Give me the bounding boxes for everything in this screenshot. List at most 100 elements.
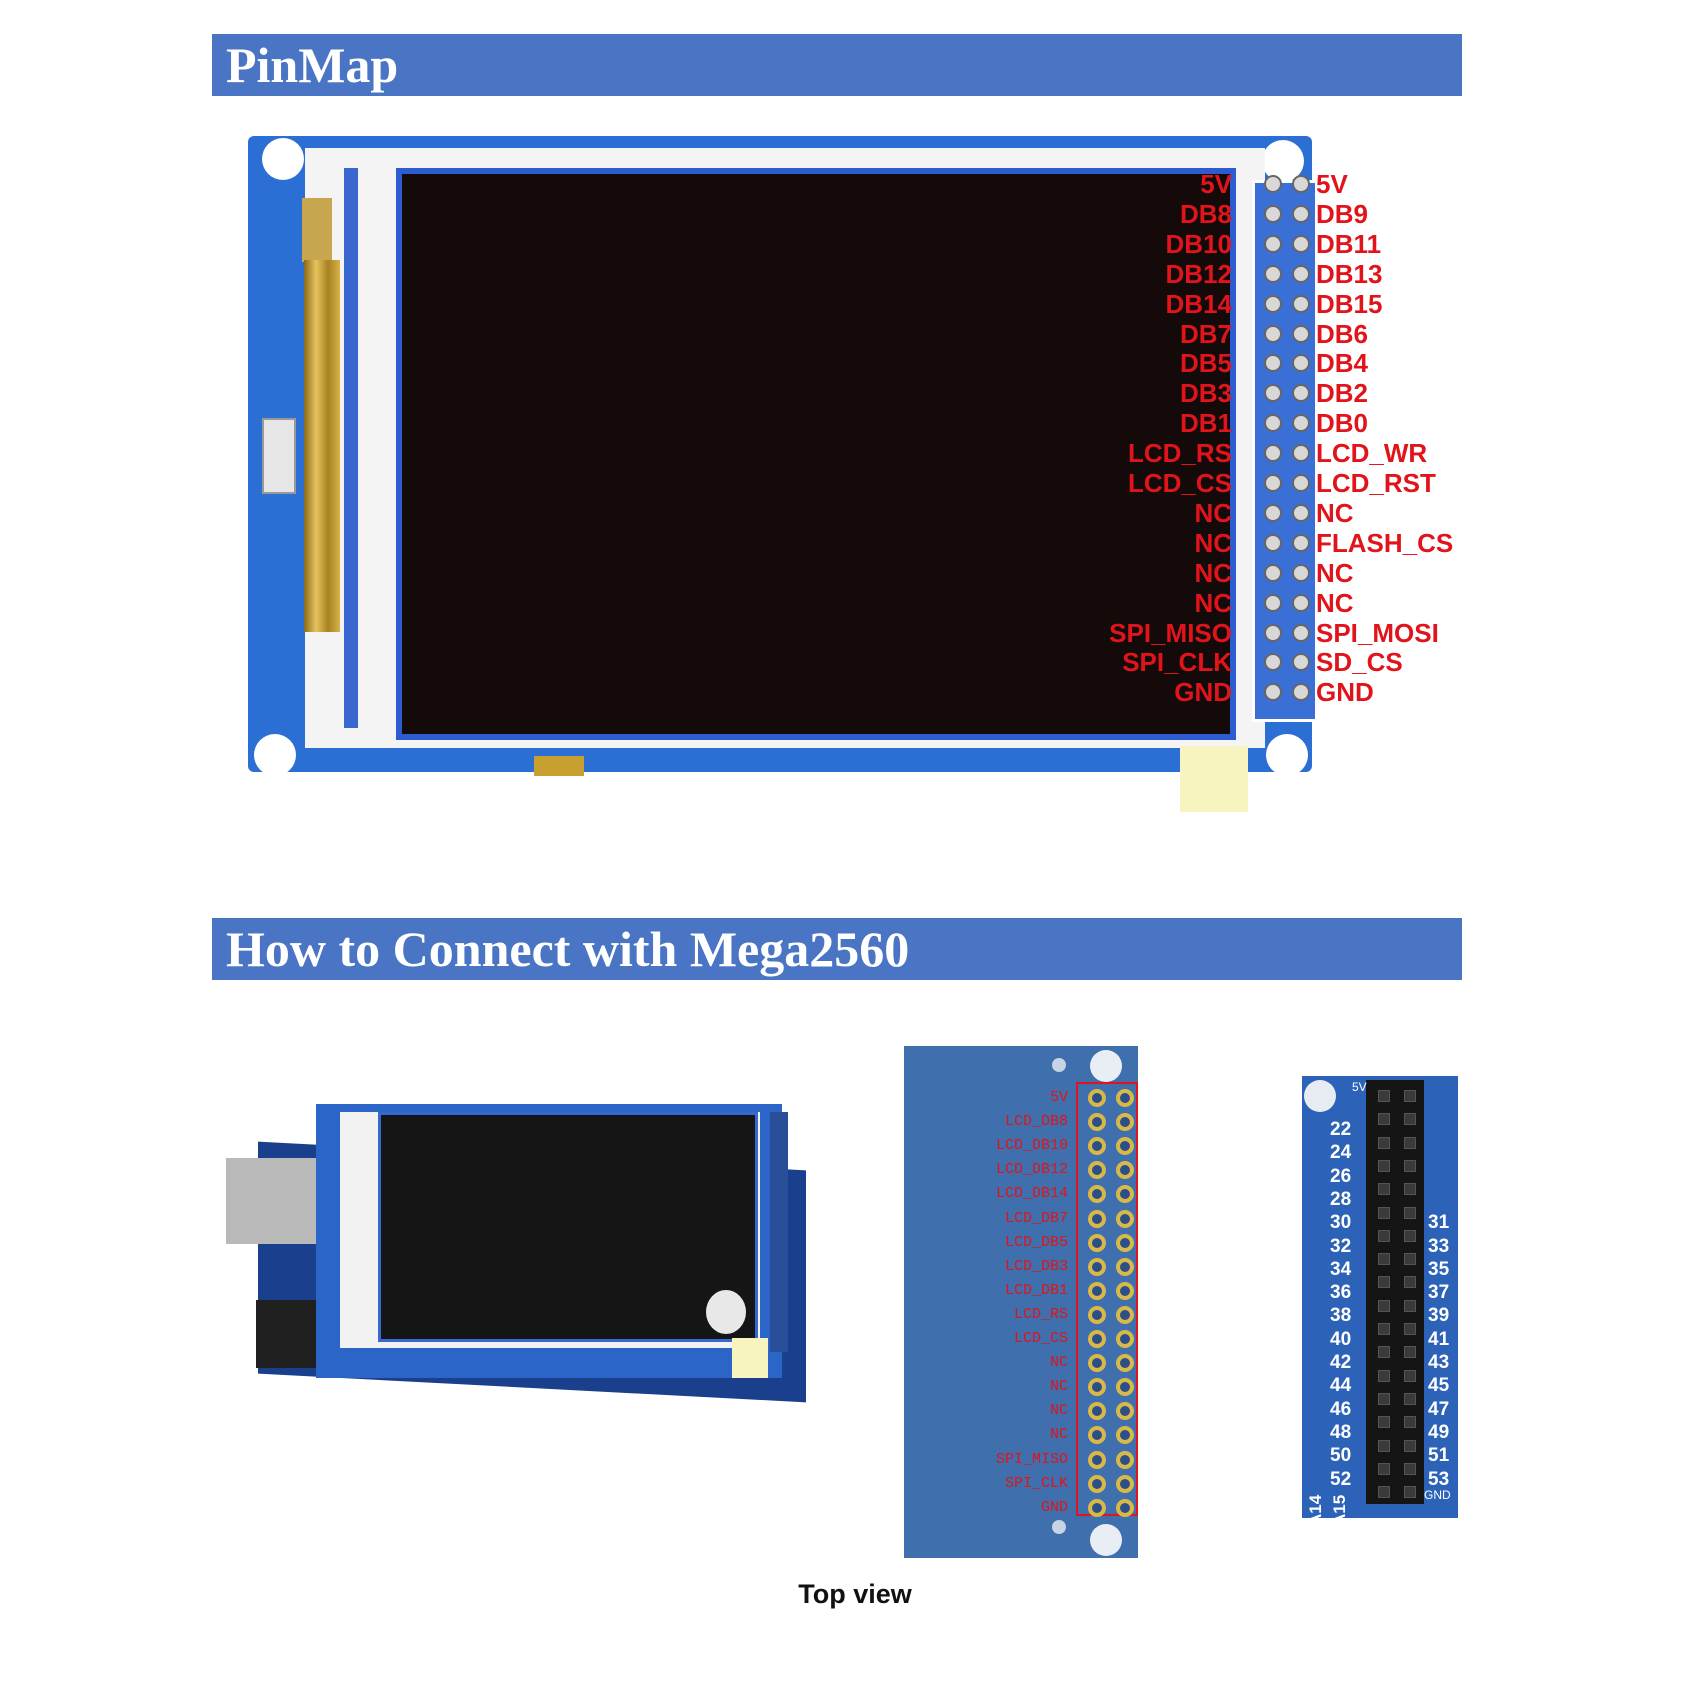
solder-pad <box>1116 1330 1134 1348</box>
top-view-label-right: GND <box>1144 1498 1172 1516</box>
mega-pin-number-left: 34 <box>1330 1258 1352 1280</box>
top-view-label-right: 5V <box>1144 1089 1163 1106</box>
solder-pad <box>1088 1426 1106 1445</box>
header-socket <box>1404 1159 1416 1172</box>
header-pin <box>1292 414 1310 433</box>
mega-pin-number-right: 47 <box>1428 1398 1450 1420</box>
usb-jack <box>226 1158 322 1244</box>
top-view-label-left: LCD_RS <box>1013 1305 1068 1323</box>
header-pin <box>1292 384 1310 403</box>
pin-label-left: LCD_RS <box>1127 438 1232 469</box>
top-view-label-left: LCD_DB8 <box>1004 1113 1068 1131</box>
mega-analog-label: A14 <box>1306 1494 1325 1526</box>
pin-label-left: DB3 <box>1179 378 1232 409</box>
top-view-label-left: SPI_MISO <box>995 1450 1068 1468</box>
solder-pad <box>1088 1450 1106 1469</box>
solder-pad <box>1088 1113 1106 1132</box>
header-pin <box>1264 683 1282 702</box>
solder-pad <box>1088 1378 1106 1397</box>
mega-pin-number-left: 52 <box>1330 1468 1352 1490</box>
solder-pad <box>1116 1498 1134 1517</box>
top-view-label-left: NC <box>1049 1402 1068 1420</box>
top-view-label-right: LCD_RST <box>1144 1330 1208 1347</box>
mount-hole <box>1090 1050 1122 1082</box>
sticker <box>732 1338 768 1378</box>
top-view-label-left: NC <box>1049 1426 1068 1444</box>
mega-pin-number-right: 41 <box>1428 1328 1450 1350</box>
header-pin <box>1264 503 1282 522</box>
header-socket <box>1404 1229 1416 1242</box>
header-pin <box>1292 204 1310 223</box>
header-pin <box>1292 563 1310 582</box>
top-view-label-left: LCD_DB5 <box>1004 1233 1068 1251</box>
header-socket <box>1404 1276 1416 1289</box>
pin-label-right: SPI_MOSI <box>1316 617 1439 648</box>
top-view-label-right: LCD_DB0 <box>1144 1281 1208 1299</box>
header-socket <box>1404 1392 1416 1405</box>
solder-pad <box>1116 1233 1134 1252</box>
header-socket <box>1404 1136 1416 1149</box>
pin-label-right: DB11 <box>1316 228 1382 259</box>
solder-pad <box>1088 1498 1106 1517</box>
pin-label-left: LCD_CS <box>1127 468 1232 498</box>
top-view-label-right: NC <box>1144 1354 1163 1372</box>
solder-pad <box>1116 1137 1134 1156</box>
pin-label-left: NC <box>1194 527 1232 558</box>
top-view-label-right: LCD_DB15 <box>1144 1185 1217 1203</box>
mega-pin-number-left: 50 <box>1330 1445 1352 1467</box>
mega-pin-number-left: 48 <box>1330 1421 1352 1443</box>
solder-pad <box>1116 1426 1134 1445</box>
top-view-label-left: NC <box>1049 1354 1068 1372</box>
top-view-label-right: SD_CS <box>1144 1474 1190 1492</box>
power-jack <box>256 1300 316 1368</box>
mount-hole <box>1266 734 1308 776</box>
header-socket <box>1404 1486 1416 1499</box>
pin-label-right: 5V <box>1316 169 1348 199</box>
pin-outline-box <box>1076 1082 1138 1516</box>
connect-title: How to Connect with Mega2560 <box>226 921 910 977</box>
pin-label-left: NC <box>1194 497 1232 528</box>
header-pin <box>1292 175 1310 193</box>
mega-pin-number-left: 44 <box>1330 1375 1352 1397</box>
header-pin <box>1292 474 1310 492</box>
mega-pin-number-left: 42 <box>1330 1352 1352 1373</box>
header-pin <box>1264 234 1282 253</box>
top-view-label-right: SPI_MOSI <box>1144 1450 1217 1468</box>
pin-label-right: NC <box>1316 497 1354 528</box>
pin-label-right: SD_CS <box>1316 647 1403 678</box>
header-pin <box>1264 533 1282 552</box>
header-socket <box>1404 1253 1416 1266</box>
via-hole <box>1052 1520 1066 1534</box>
mega-pin-number-right: 35 <box>1428 1258 1450 1280</box>
pinmap-banner: PinMap <box>212 34 1462 96</box>
pin-label-right: FLASH_CS <box>1316 527 1454 558</box>
top-view-label-left: LCD_DB10 <box>995 1137 1068 1155</box>
pin-label-left: GND <box>1174 677 1232 708</box>
top-view-label-left: LCD_CS <box>1013 1330 1068 1347</box>
header-pin <box>1292 623 1310 642</box>
header-socket <box>1378 1183 1390 1196</box>
mega-pin-number-right: 31 <box>1428 1212 1450 1234</box>
header-pin <box>1264 294 1282 313</box>
header-socket <box>1404 1206 1416 1219</box>
mega-analog-label: A15 <box>1330 1494 1349 1526</box>
pin-label-left: DB8 <box>1179 198 1232 229</box>
header-socket <box>1404 1183 1416 1196</box>
header-pin <box>1264 593 1282 612</box>
mega-pin-number-right: 53 <box>1428 1468 1450 1490</box>
mega-pin-number-left: 26 <box>1330 1165 1352 1187</box>
top-view-board <box>904 1046 1138 1558</box>
solder-pad <box>1088 1185 1106 1204</box>
solder-pad <box>1088 1330 1106 1348</box>
pin-label-left: NC <box>1194 587 1232 618</box>
top-view-label-right: LCD_DB11 <box>1144 1137 1217 1155</box>
solder-pad <box>1088 1209 1106 1228</box>
pin-label-right: DB0 <box>1316 408 1369 439</box>
top-view-caption: Top view <box>798 1579 912 1609</box>
solder-pad <box>1088 1137 1106 1156</box>
solder-pad <box>1116 1209 1134 1228</box>
solder-pad <box>1088 1161 1106 1180</box>
header-pin <box>1264 563 1282 582</box>
lcd-screen <box>396 168 1236 740</box>
pin-label-left: DB14 <box>1165 288 1232 319</box>
